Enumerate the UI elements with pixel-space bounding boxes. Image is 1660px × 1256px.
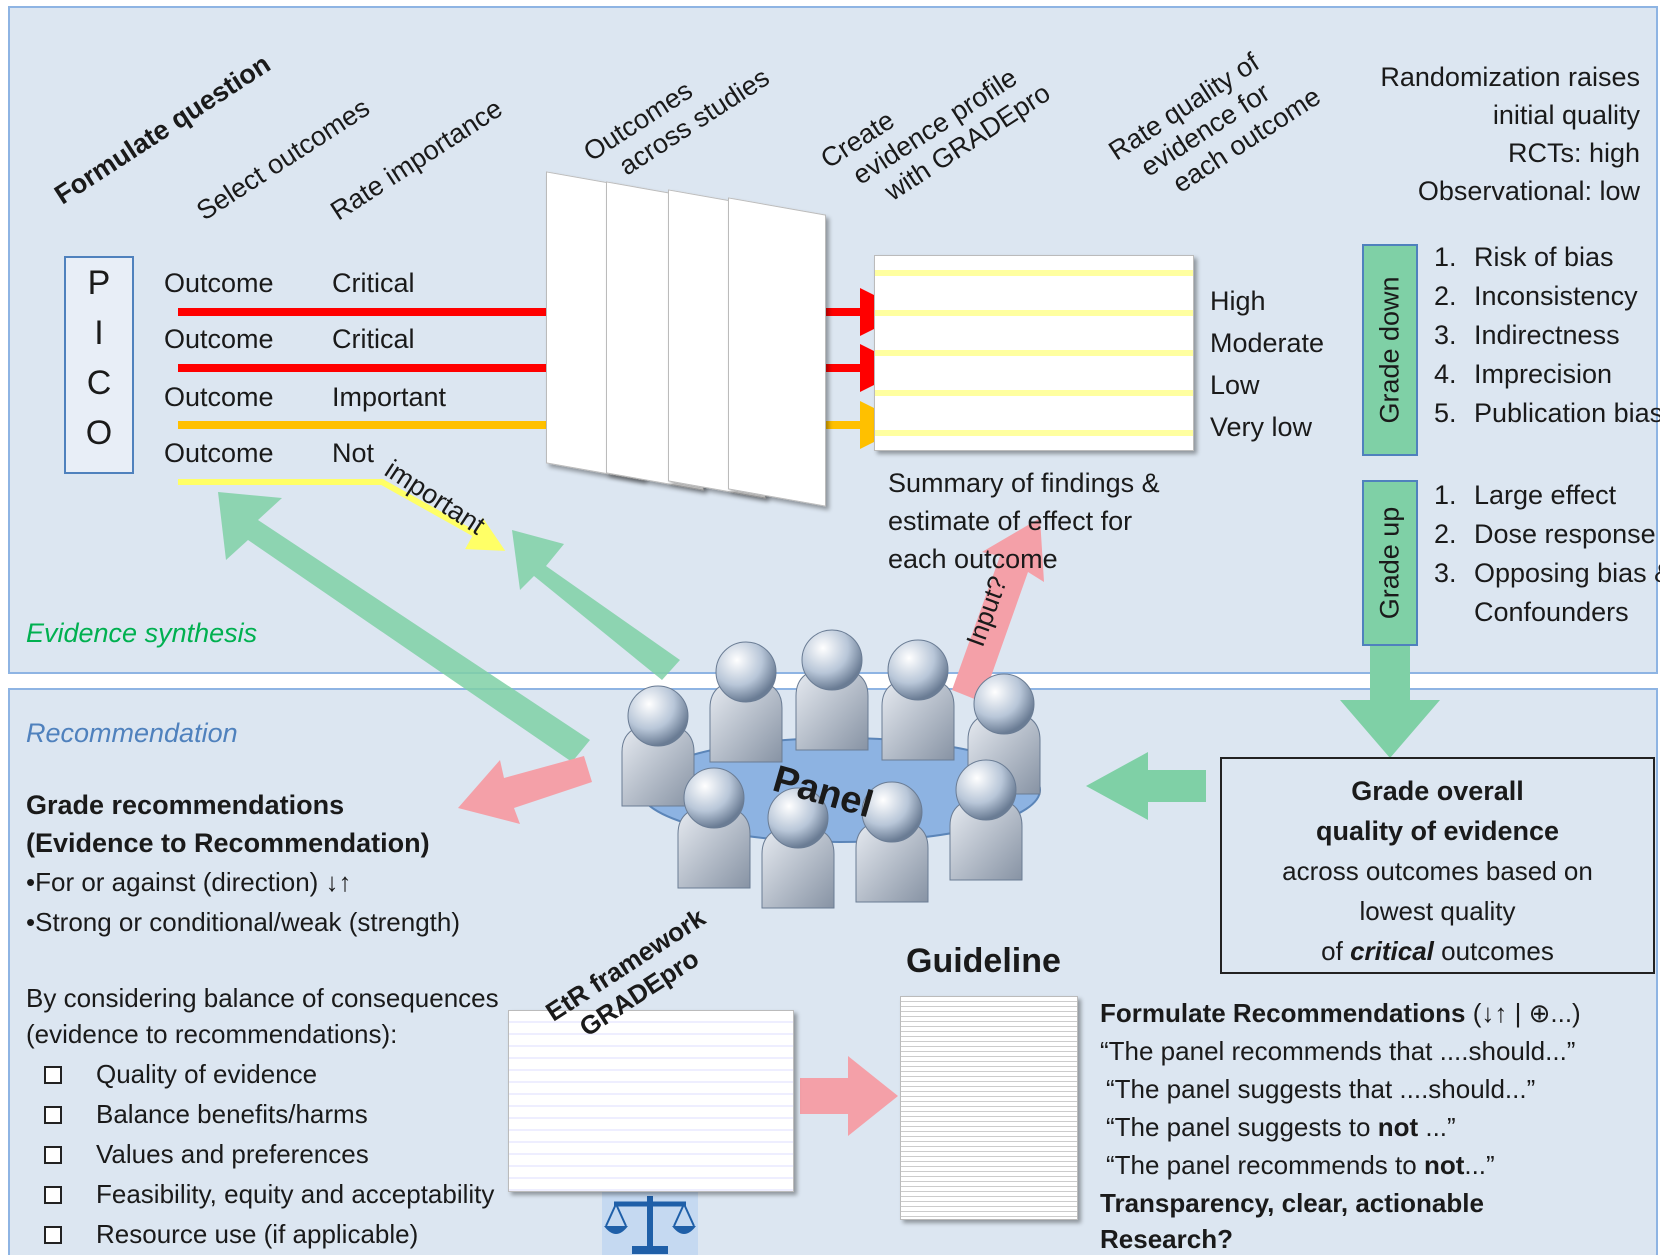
guideline-title: Guideline xyxy=(906,942,1061,980)
grade-up-list: 1.Large effect 2.Dose response 3.Opposin… xyxy=(1434,480,1660,627)
quality-levels: High Moderate Low Very low xyxy=(1210,286,1325,442)
checkbox-icon xyxy=(44,1226,62,1245)
grade-down-box: Grade down xyxy=(1362,244,1418,456)
study-document-4 xyxy=(728,197,826,507)
pink-arrow-input xyxy=(952,518,1044,702)
considering-text: By considering balance of consequences (… xyxy=(26,983,499,1049)
grade-down-list: 1.Risk of bias 2.Inconsistency 3.Indirec… xyxy=(1434,242,1660,428)
list-item: Quality of evidence xyxy=(26,1054,494,1094)
pico-c: C xyxy=(86,364,112,402)
outcome-label: Outcome xyxy=(164,324,274,354)
pico-i: I xyxy=(94,314,104,352)
recommendation-heading: Recommendation xyxy=(26,718,238,748)
pico-o: O xyxy=(85,414,113,452)
checkbox-icon xyxy=(44,1186,62,1205)
grade-overall-box: Grade overall quality of evidence across… xyxy=(1220,757,1655,974)
list-item: Values and preferences xyxy=(26,1134,494,1174)
outcome-label: Outcome xyxy=(164,382,274,412)
panel-people-group xyxy=(621,629,1041,909)
pink-arrow-to-grade xyxy=(458,756,592,824)
grade-recommendations: Grade recommendations (Evidence to Recom… xyxy=(26,790,460,937)
grade-up-box: Grade up xyxy=(1362,480,1418,646)
list-item: Balance benefits/harms xyxy=(26,1094,494,1134)
checkbox-icon xyxy=(44,1106,62,1125)
importance-label: Important xyxy=(332,382,447,412)
outcome-label: Outcome xyxy=(164,438,274,468)
scales-icon xyxy=(602,1180,698,1255)
outcome-label: Outcome xyxy=(164,268,274,298)
list-item: Feasibility, equity and acceptability xyxy=(26,1174,494,1214)
pico-box: P I C O xyxy=(64,256,134,474)
guideline-document xyxy=(900,996,1078,1220)
importance-label: Not xyxy=(332,438,375,468)
summary-of-findings: Summary of findings & estimate of effect… xyxy=(888,468,1160,574)
green-arrow-to-panel xyxy=(1086,752,1206,820)
green-arrow-to-importance xyxy=(512,530,680,680)
pink-arrow-to-guideline xyxy=(800,1056,898,1136)
criteria-list: Quality of evidence Balance benefits/har… xyxy=(26,1054,494,1254)
checkbox-icon xyxy=(44,1146,62,1165)
evidence-profile-table xyxy=(874,255,1194,451)
list-item: Resource use (if applicable) xyxy=(26,1214,494,1254)
evidence-synthesis-heading: Evidence synthesis xyxy=(26,618,258,648)
green-arrow-down-to-quality xyxy=(1340,640,1440,758)
pico-p: P xyxy=(87,264,111,302)
importance-label: Critical xyxy=(332,324,415,354)
green-arrow-to-outcomes xyxy=(218,492,590,762)
formulate-recommendations: Formulate Recommendations (↓↑ | ⊕...) “T… xyxy=(1100,998,1581,1254)
randomization-note: Randomization raises initial quality RCT… xyxy=(1380,62,1640,206)
importance-label: Critical xyxy=(332,268,415,298)
checkbox-icon xyxy=(44,1066,62,1085)
etr-framework-document xyxy=(508,1010,794,1192)
